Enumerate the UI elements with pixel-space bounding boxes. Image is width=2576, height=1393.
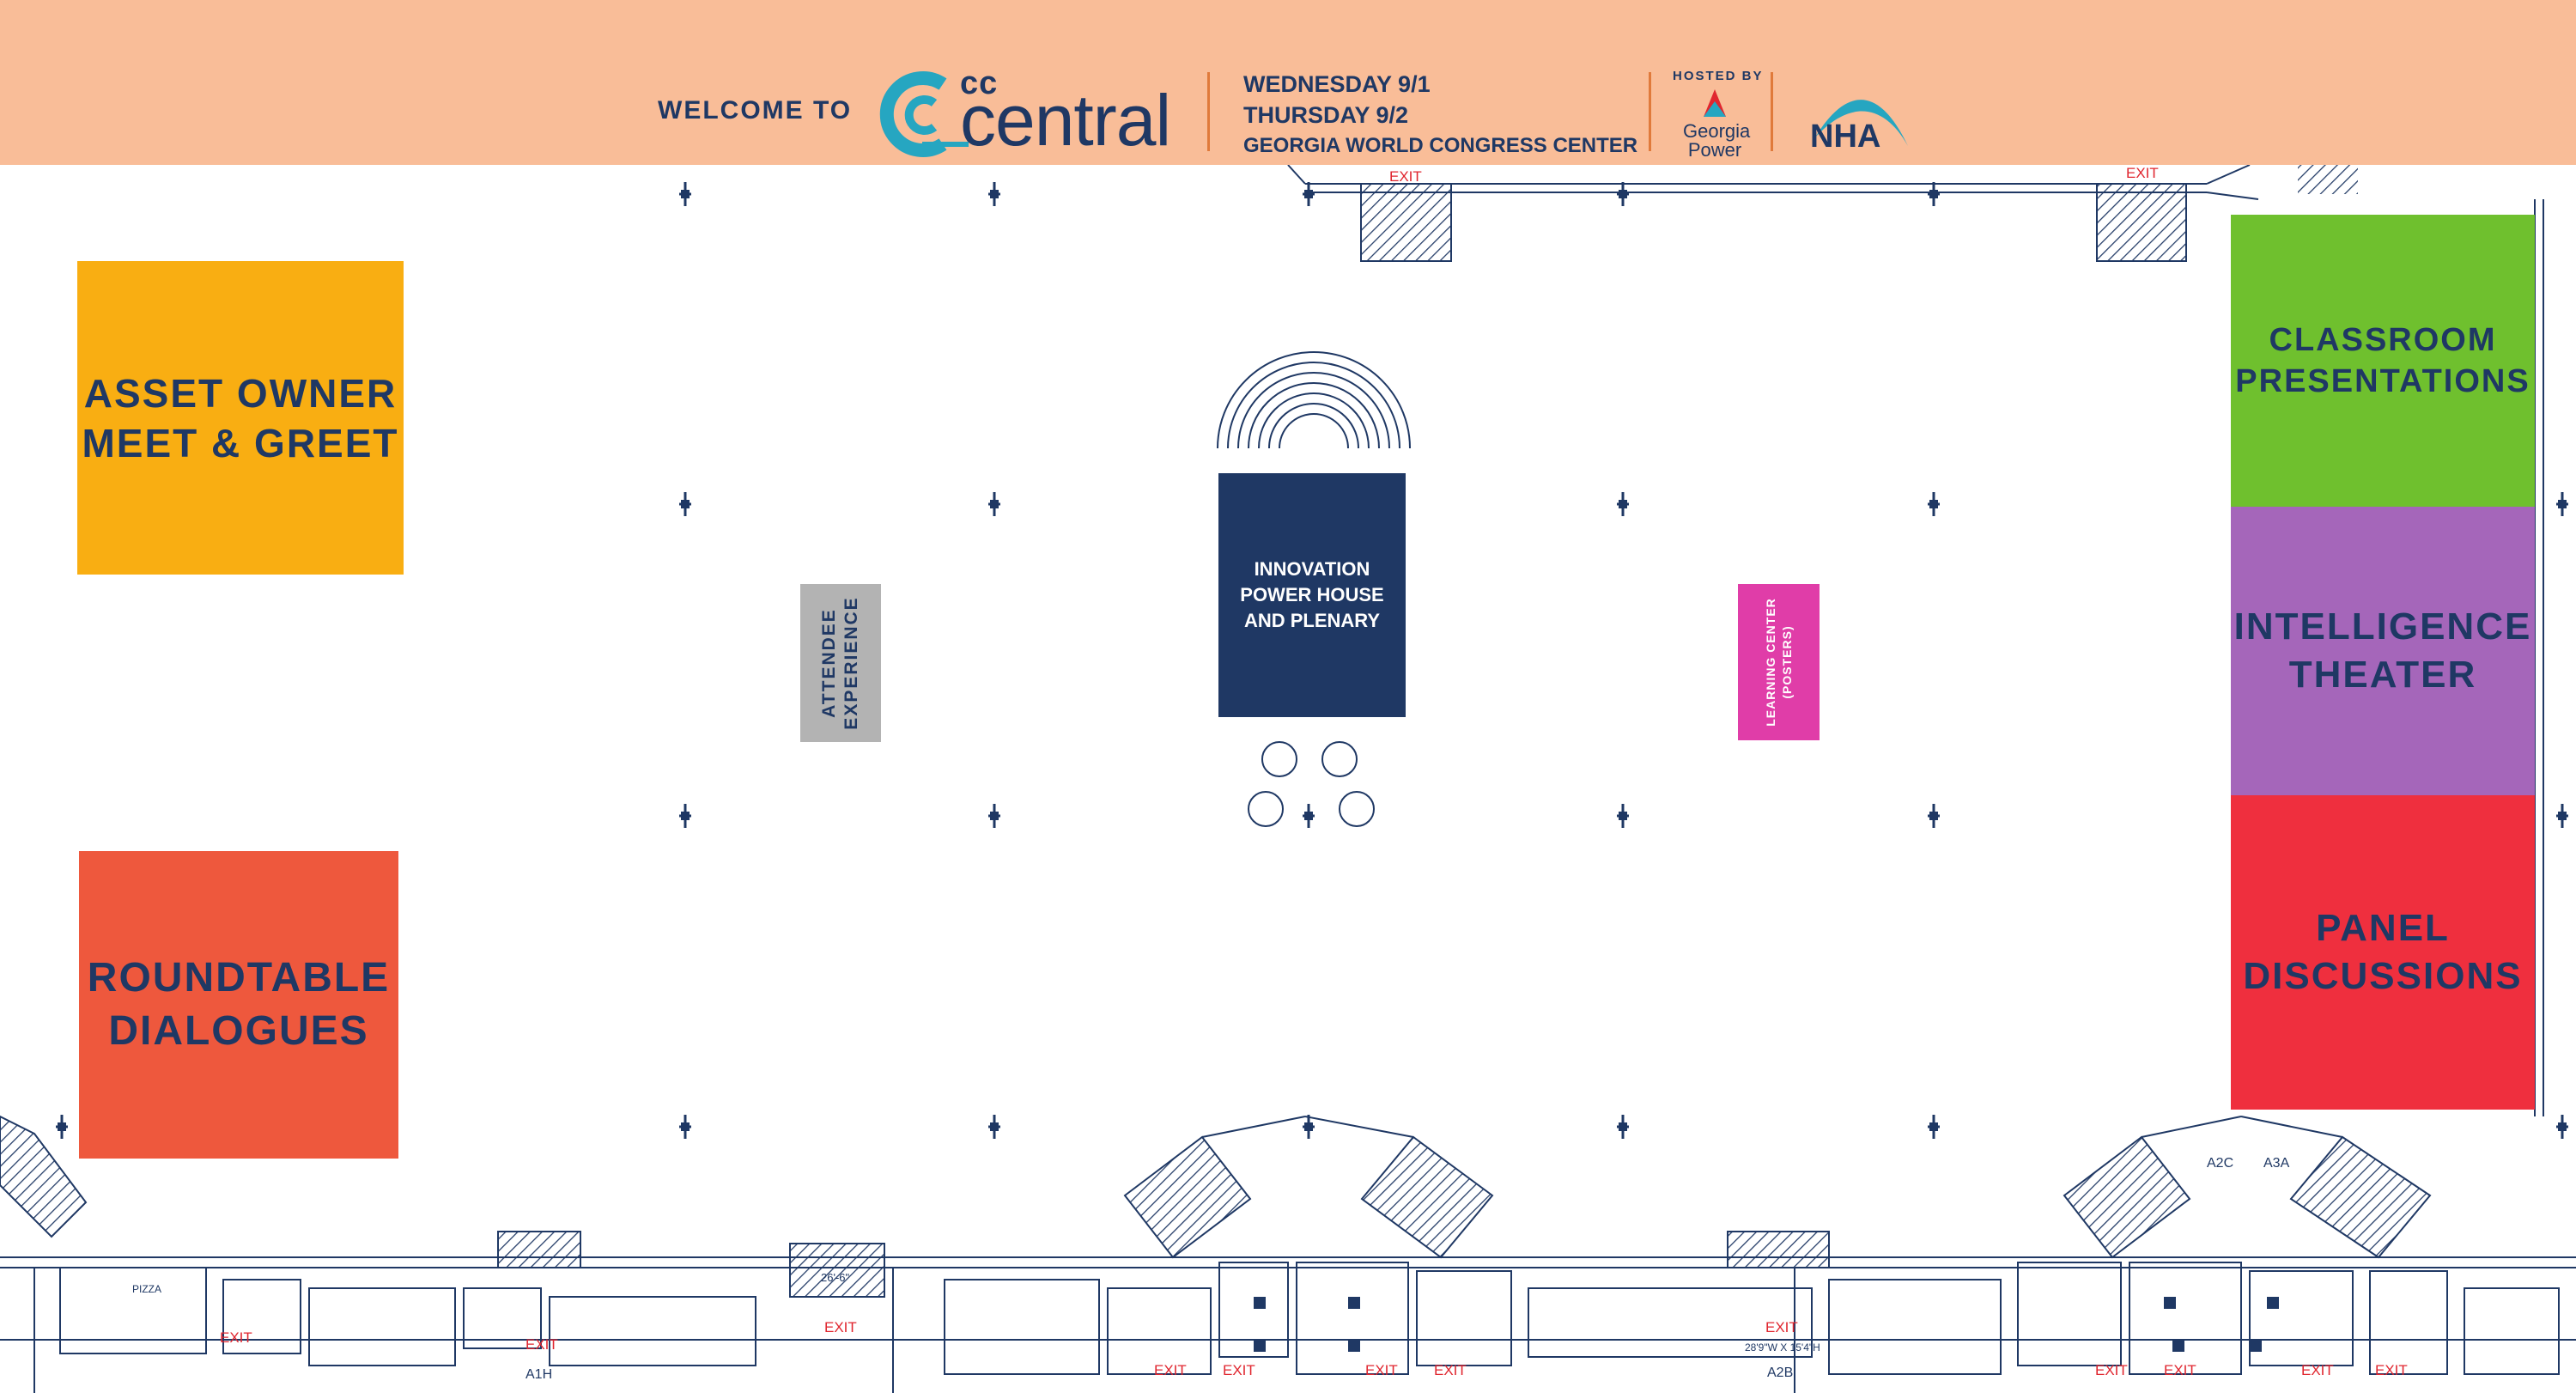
zone-label: INNOVATION [1254,558,1370,580]
zone-learning-center-posters[interactable]: LEARNING CENTER (POSTERS) [1738,584,1820,740]
georgia-power-icon [1704,89,1726,117]
welcome-banner: WELCOME TO cc central WEDNESDAY 9/1 THUR… [0,0,2576,165]
zone-label: INTELLIGENCE [2233,605,2532,648]
zone-label: DIALOGUES [108,1008,369,1054]
exit-label: EXIT [1765,1319,1798,1335]
event-date-1: WEDNESDAY 9/1 [1243,71,1431,97]
exit-label: EXIT [824,1319,857,1335]
zone-label: PANEL [2316,907,2450,949]
zone-label: PRESENTATIONS [2235,363,2530,399]
logo-word: central [960,80,1171,161]
exit-label: EXIT [2126,165,2159,181]
zone-label: (POSTERS) [1779,625,1794,699]
hosted-by-label: HOSTED BY [1673,69,1764,83]
room-label: A2B [1767,1366,1794,1380]
welcome-text: WELCOME TO [658,96,853,125]
event-details: WEDNESDAY 9/1 THURSDAY 9/2 GEORGIA WORLD… [1243,69,1637,161]
exit-label: EXIT [1434,1362,1467,1378]
exit-label: EXIT [2375,1362,2408,1378]
zone-label: LEARNING CENTER [1763,598,1777,727]
zone-innovation-power-house-plenary[interactable]: INNOVATION POWER HOUSE AND PLENARY [1218,473,1406,717]
zone-label: MEET & GREET [82,420,399,465]
zone-classroom-presentations[interactable]: CLASSROOM PRESENTATIONS [2231,215,2535,507]
exit-label: EXIT [1154,1362,1187,1378]
zone-intelligence-theater[interactable]: INTELLIGENCE THEATER [2231,507,2535,795]
cc-central-logo: cc central [874,65,1183,161]
event-date-2: THURSDAY 9/2 [1243,102,1409,128]
georgia-power-text: Georgia Power [1683,120,1751,161]
event-venue: GEORGIA WORLD CONGRESS CENTER [1243,134,1638,157]
zone-label: ROUNDTABLE [87,955,391,1001]
room-label: A1H [526,1367,553,1382]
exit-label: EXIT [1389,168,1422,185]
nha-swoosh-icon [1815,100,1908,146]
exit-label: EXIT [2164,1362,2196,1378]
exit-label: EXIT [2095,1362,2128,1378]
exit-label: EXIT [220,1329,252,1346]
header-divider [1649,72,1651,151]
zone-label: THEATER [2288,654,2477,696]
dimension-label: 28'9"W X 15'4"H [1745,1341,1820,1353]
zone-label: AND PLENARY [1243,610,1381,631]
georgia-power-logo: Georgia Power [1683,86,1750,160]
swirl-icon [879,71,969,157]
zone-label: ATTENDEE [819,608,839,718]
nha-text: NHA [1810,119,1881,155]
exit-label: EXIT [1365,1362,1398,1378]
zone-panel-discussions[interactable]: PANEL DISCUSSIONS [2231,795,2535,1110]
exit-label: EXIT [2301,1362,2334,1378]
room-label: A3A [2263,1156,2290,1171]
room-label: PIZZA [132,1283,162,1295]
zone-label: CLASSROOM [2269,322,2497,358]
zone-label: EXPERIENCE [841,596,861,730]
dimension-label: 26'-6" [821,1271,850,1284]
header-divider [1207,72,1210,151]
logo-cc-text: cc [960,65,999,101]
header-divider [1771,72,1773,151]
zone-label: ASSET OWNER [83,370,398,416]
room-label: A2C [2207,1156,2234,1171]
zone-roundtable-dialogues[interactable]: ROUNDTABLE DIALOGUES [79,851,398,1159]
exit-label: EXIT [526,1336,558,1353]
zone-attendee-experience[interactable]: ATTENDEE EXPERIENCE [800,584,881,742]
exit-label: EXIT [1223,1362,1255,1378]
zone-label: DISCUSSIONS [2243,955,2523,997]
zone-label: POWER HOUSE [1240,584,1384,605]
